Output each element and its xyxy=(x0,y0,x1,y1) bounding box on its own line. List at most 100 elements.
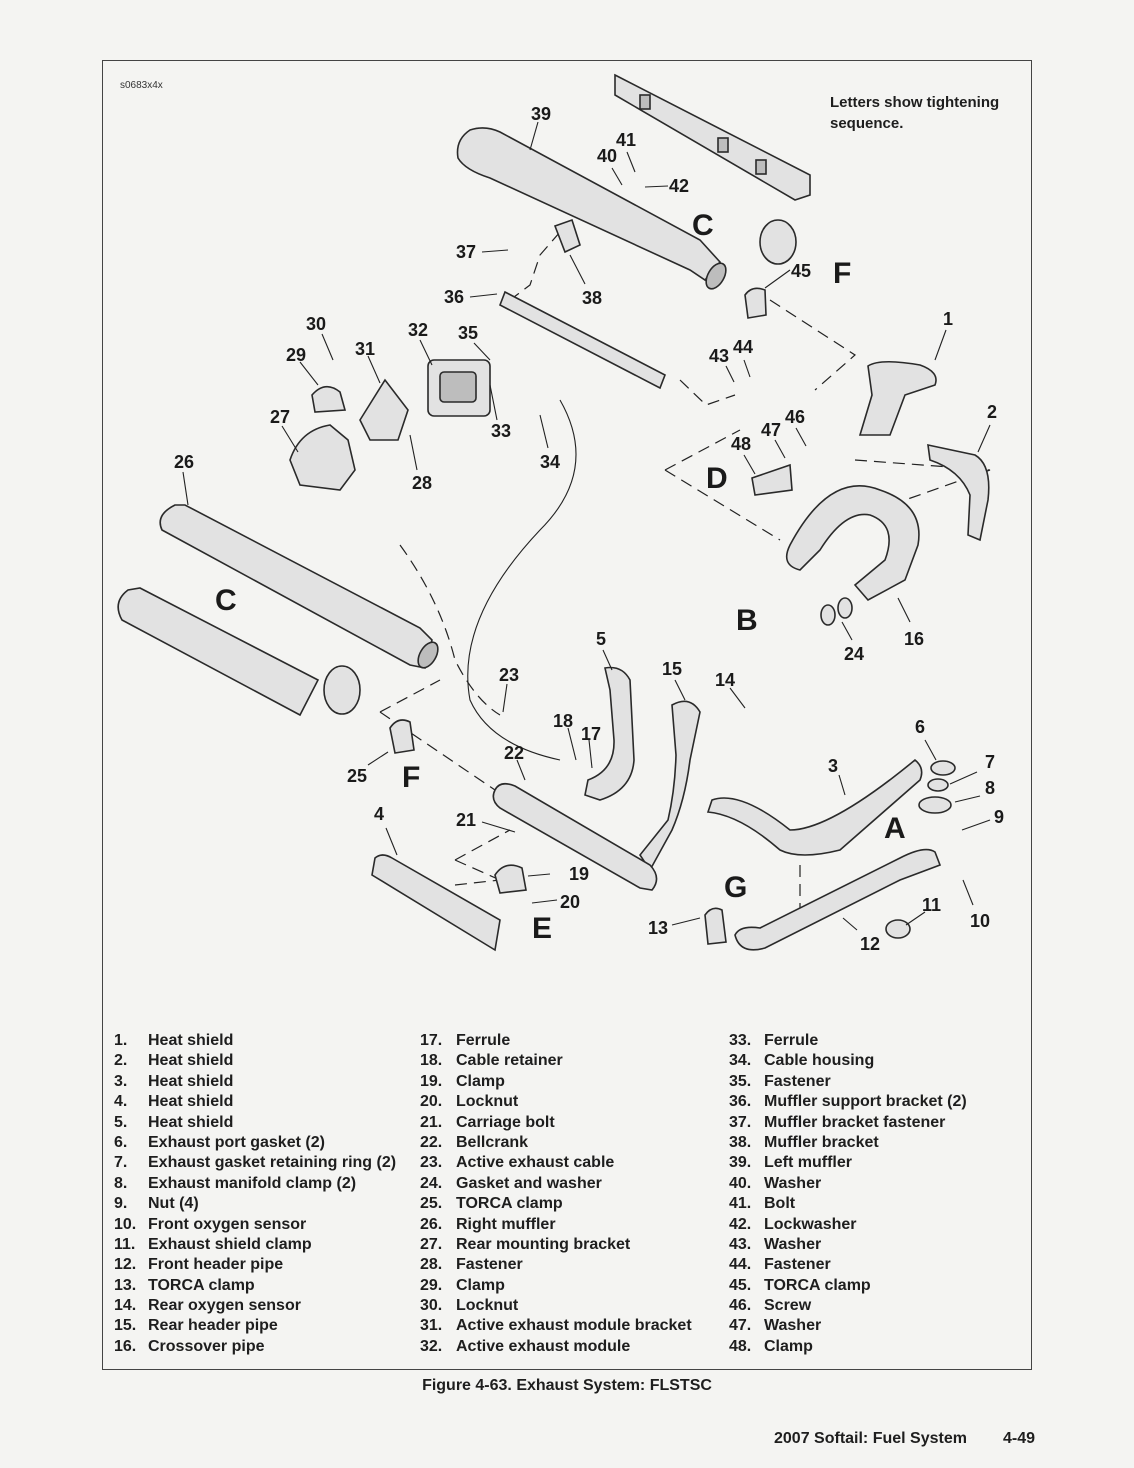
sequence-letters: A B C C D E F F G xyxy=(215,209,906,945)
legend-item-label: Locknut xyxy=(456,1093,519,1111)
legend-item-number: 37. xyxy=(729,1113,752,1131)
retaining-ring xyxy=(927,778,949,792)
legend-item-label: Fastener xyxy=(764,1256,831,1274)
muffler-support-bracket xyxy=(498,290,667,390)
callout-2: 2 xyxy=(987,402,997,422)
callout-9: 9 xyxy=(994,807,1004,827)
callout-31: 31 xyxy=(355,339,375,359)
legend-item: 41.Bolt xyxy=(729,1195,967,1215)
legend-item-number: 16. xyxy=(114,1337,137,1355)
legend-item-number: 13. xyxy=(114,1276,137,1294)
legend-item-label: Muffler bracket xyxy=(764,1133,879,1151)
callout-32: 32 xyxy=(408,320,428,340)
legend-item-number: 43. xyxy=(729,1235,752,1253)
rear-header-pipe xyxy=(639,700,701,872)
callout-7: 7 xyxy=(985,752,995,772)
legend-item: 18.Cable retainer xyxy=(420,1052,692,1072)
legend-item-number: 25. xyxy=(420,1195,443,1213)
left-muffler xyxy=(456,127,727,290)
legend-item: 46.Screw xyxy=(729,1297,967,1317)
legend-item-label: Heat shield xyxy=(148,1032,234,1049)
legend-item-label: TORCA clamp xyxy=(456,1195,563,1213)
legend-item-label: Muffler support bracket (2) xyxy=(764,1093,967,1111)
heat-shield-1 xyxy=(858,360,937,436)
legend-item-label: Ferrule xyxy=(764,1032,819,1049)
legend-item: 39.Left muffler xyxy=(729,1154,967,1174)
legend-item-number: 22. xyxy=(420,1133,443,1151)
legend-item-number: 35. xyxy=(729,1072,752,1090)
callout-40: 40 xyxy=(597,146,617,166)
callout-22: 22 xyxy=(504,743,524,763)
legend-item-label: Washer xyxy=(764,1174,822,1192)
legend-item: 7. Exhaust gasket retaining ring (2) xyxy=(114,1154,396,1174)
figure-id: s0683x4x xyxy=(120,80,163,91)
exhaust-shield-clamp-11 xyxy=(885,919,911,939)
legend-item-label: Front oxygen sensor xyxy=(148,1215,307,1233)
legend-item-label: Fastener xyxy=(456,1256,523,1274)
legend-item-label: Clamp xyxy=(764,1337,813,1355)
legend-item-number: 36. xyxy=(729,1093,752,1111)
footer-title: 2007 Softail: Fuel System xyxy=(774,1430,967,1447)
callout-23: 23 xyxy=(499,665,519,685)
legend-item: 8.Exhaust manifold clamp (2) xyxy=(114,1175,396,1195)
callout-21: 21 xyxy=(456,810,476,830)
legend-item: 1.Heat shield xyxy=(114,1032,396,1052)
legend-item-label: TORCA clamp xyxy=(148,1276,255,1294)
legend-item-label: Exhaust gasket retaining ring (2) xyxy=(148,1154,397,1172)
legend-item: 10. Front oxygen sensor xyxy=(114,1216,396,1236)
callout-12: 12 xyxy=(860,934,880,954)
legend-item-number: 46. xyxy=(729,1297,752,1315)
callout-35: 35 xyxy=(458,323,478,343)
sequence-b: B xyxy=(736,604,758,637)
callout-4: 4 xyxy=(374,804,384,824)
heat-shield-4 xyxy=(371,854,501,952)
legend-item: 42.Lockwasher xyxy=(729,1216,967,1236)
legend-item-number: 40. xyxy=(729,1174,752,1192)
legend-item-label: Cable retainer xyxy=(456,1052,563,1070)
callout-44: 44 xyxy=(733,337,753,357)
callout-30: 30 xyxy=(306,314,326,334)
legend-item-label: Bolt xyxy=(764,1195,796,1213)
legend-item: 36. Muffler support bracket (2) xyxy=(729,1093,967,1113)
callout-8: 8 xyxy=(985,778,995,798)
legend-item-number: 7. xyxy=(114,1154,128,1172)
page-number: 4-49 xyxy=(1003,1430,1036,1447)
legend-item-number: 17. xyxy=(420,1032,443,1049)
figure-caption: Figure 4-63. Exhaust System: FLSTSC xyxy=(422,1377,712,1394)
legend-item-label: Heat shield xyxy=(148,1113,234,1131)
legend-item-label: Cable housing xyxy=(764,1052,875,1070)
legend-item: 9.Nut (4) xyxy=(114,1195,396,1215)
legend-item: 25. TORCA clamp xyxy=(420,1195,692,1215)
callout-36: 36 xyxy=(444,287,464,307)
legend-item-number: 10. xyxy=(114,1215,137,1233)
legend-item-number: 27. xyxy=(420,1235,443,1253)
heat-shield-3 xyxy=(706,758,923,856)
legend-item: 19.Clamp xyxy=(420,1073,692,1093)
active-exhaust-module xyxy=(427,359,491,417)
callout-14: 14 xyxy=(715,670,735,690)
legend-item-number: 33. xyxy=(729,1032,752,1049)
clamp-48 xyxy=(751,463,793,496)
callout-45: 45 xyxy=(791,261,811,281)
legend-item-number: 42. xyxy=(729,1215,752,1233)
legend-item: 33. Ferrule xyxy=(729,1032,967,1052)
legend-item-label: Crossover pipe xyxy=(148,1337,265,1355)
legend-item-number: 26. xyxy=(420,1215,443,1233)
legend-item: 2.Heat shield xyxy=(114,1052,396,1072)
callout-39: 39 xyxy=(531,104,551,124)
callout-41: 41 xyxy=(616,130,636,150)
legend-item: 27.Rear mounting bracket xyxy=(420,1236,692,1256)
legend-item-label: Fastener xyxy=(764,1072,831,1090)
active-exhaust-cable xyxy=(467,399,577,761)
legend-item-number: 32. xyxy=(420,1337,443,1355)
legend-item-number: 12. xyxy=(114,1256,137,1274)
legend-item-number: 30. xyxy=(420,1297,443,1315)
callout-13: 13 xyxy=(648,918,668,938)
legend-item-number: 47. xyxy=(729,1317,752,1335)
callout-28: 28 xyxy=(412,473,432,493)
legend-item-label: Active exhaust cable xyxy=(456,1154,615,1172)
legend-item-number: 8. xyxy=(114,1174,128,1192)
callout-25: 25 xyxy=(347,766,367,786)
legend-item: 24.Gasket and washer xyxy=(420,1175,692,1195)
